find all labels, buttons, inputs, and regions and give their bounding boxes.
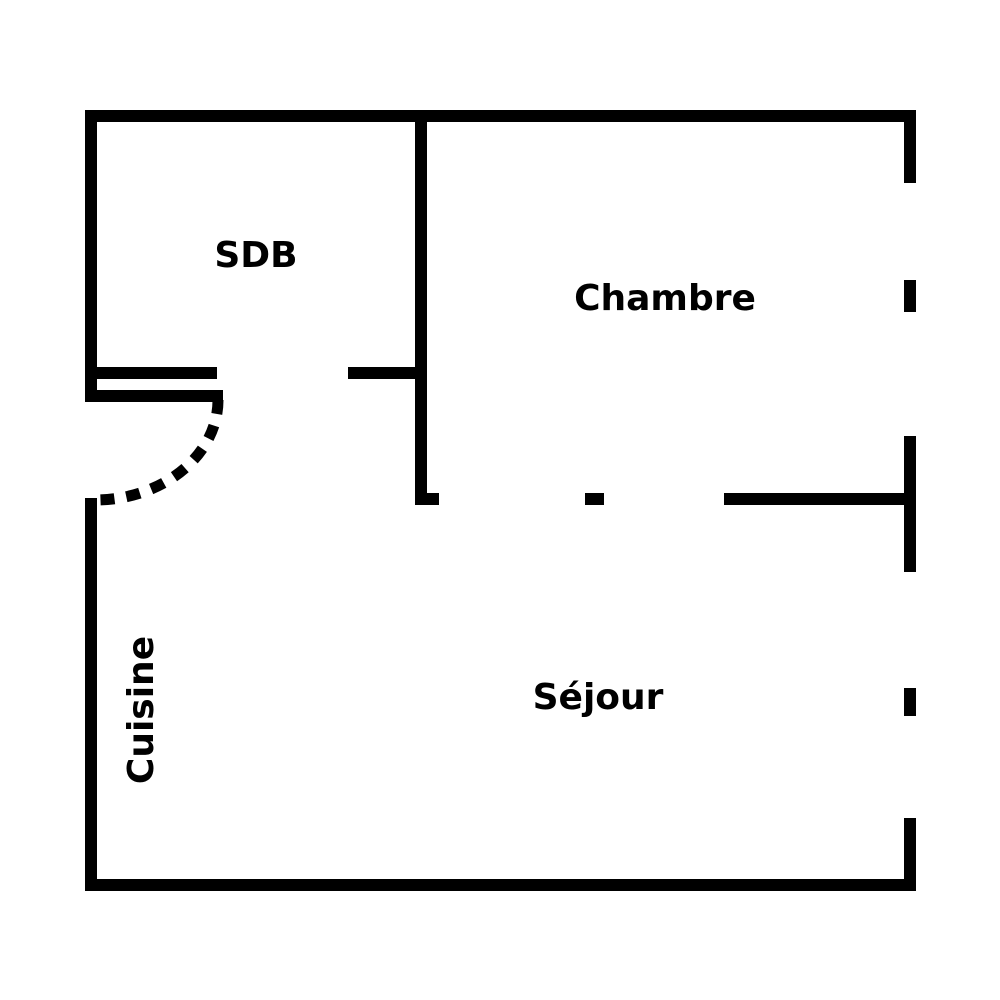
room-label-chambre: Chambre: [574, 278, 756, 319]
room-label-sdb: SDB: [214, 235, 297, 276]
door-swing-arc: [94, 399, 224, 506]
room-label-sejour: Séjour: [533, 677, 664, 718]
room-label-cuisine: Cuisine: [121, 636, 162, 784]
